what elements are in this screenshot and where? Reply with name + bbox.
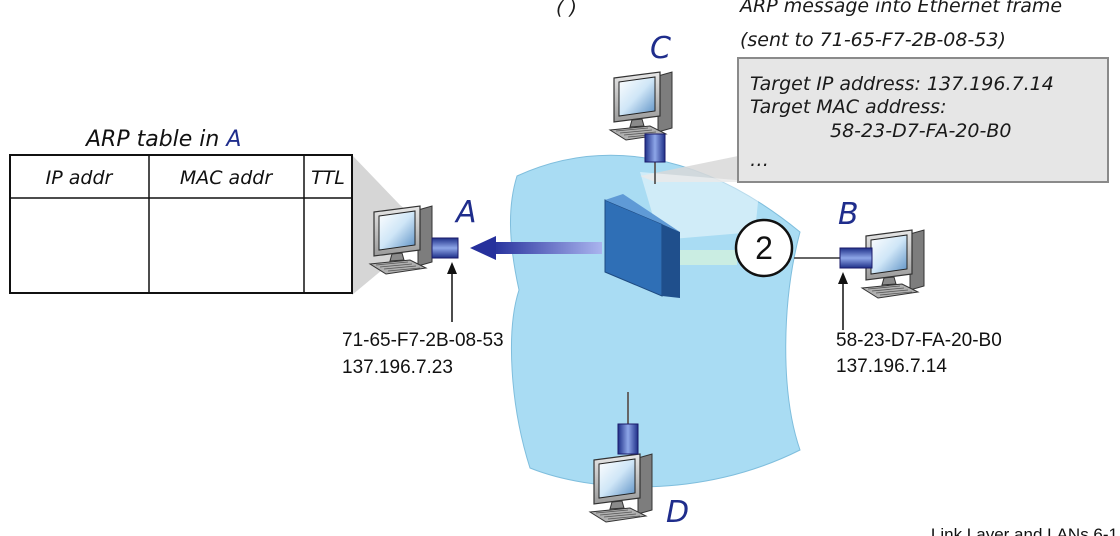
host-b-mac: 58-23-D7-FA-20-B0: [836, 330, 1002, 351]
arp-table-title: ARP table in A: [84, 127, 241, 152]
callout-wedge-switch: [640, 172, 760, 240]
arp-table: IP addr MAC addr TTL: [9, 154, 353, 294]
host-b-ip: 137.196.7.14: [836, 356, 947, 377]
node-label-a: A: [454, 195, 477, 230]
host-d[interactable]: [589, 423, 653, 523]
host-c-computer-icon: [609, 71, 673, 141]
top-caption-line1: ARP message into Ethernet frame: [738, 0, 1062, 17]
arp-col-mac: MAC addr: [180, 167, 273, 189]
host-c-port: [644, 133, 666, 163]
step-number: 2: [755, 230, 773, 266]
footer-slide-label: Link Layer and LANs 6-1: [931, 525, 1118, 536]
host-a-port: [431, 237, 459, 259]
arp-col-ip: IP addr: [46, 167, 114, 189]
info-target-mac-label: Target MAC address:: [750, 96, 946, 118]
top-paren: ( ): [556, 0, 577, 19]
callout-wedge-info: [640, 156, 738, 182]
top-caption-line2: (sent to 71-65-F7-2B-08-53): [740, 29, 1006, 51]
info-ellipsis: …: [750, 149, 769, 171]
node-label-d: D: [666, 495, 689, 530]
host-a-mac: 71-65-F7-2B-08-53: [342, 330, 504, 351]
step-number-badge: 2: [734, 218, 794, 278]
frame-arrow-to-a: [470, 236, 602, 260]
host-c[interactable]: [609, 71, 673, 163]
arp-table-title-node: A: [224, 127, 241, 152]
node-label-b: B: [838, 197, 859, 232]
host-d-port: [617, 423, 639, 455]
arp-col-ttl: TTL: [311, 167, 345, 189]
host-d-computer-icon: [589, 453, 653, 523]
arp-message-box: Target IP address: 137.196.7.14 Target M…: [737, 57, 1109, 183]
node-label-c: C: [650, 31, 671, 66]
host-b[interactable]: [839, 229, 925, 299]
info-target-ip: Target IP address: 137.196.7.14: [750, 73, 1054, 95]
info-target-mac-value: 58-23-D7-FA-20-B0: [830, 120, 1011, 142]
switch-icon: [604, 194, 680, 298]
arp-table-title-prefix: ARP table in: [84, 127, 226, 152]
host-b-port: [839, 247, 873, 269]
link-b-highlight: [679, 250, 737, 265]
host-a-computer-icon: [369, 205, 433, 275]
host-a-ip: 137.196.7.23: [342, 357, 453, 378]
host-a[interactable]: [369, 205, 459, 275]
